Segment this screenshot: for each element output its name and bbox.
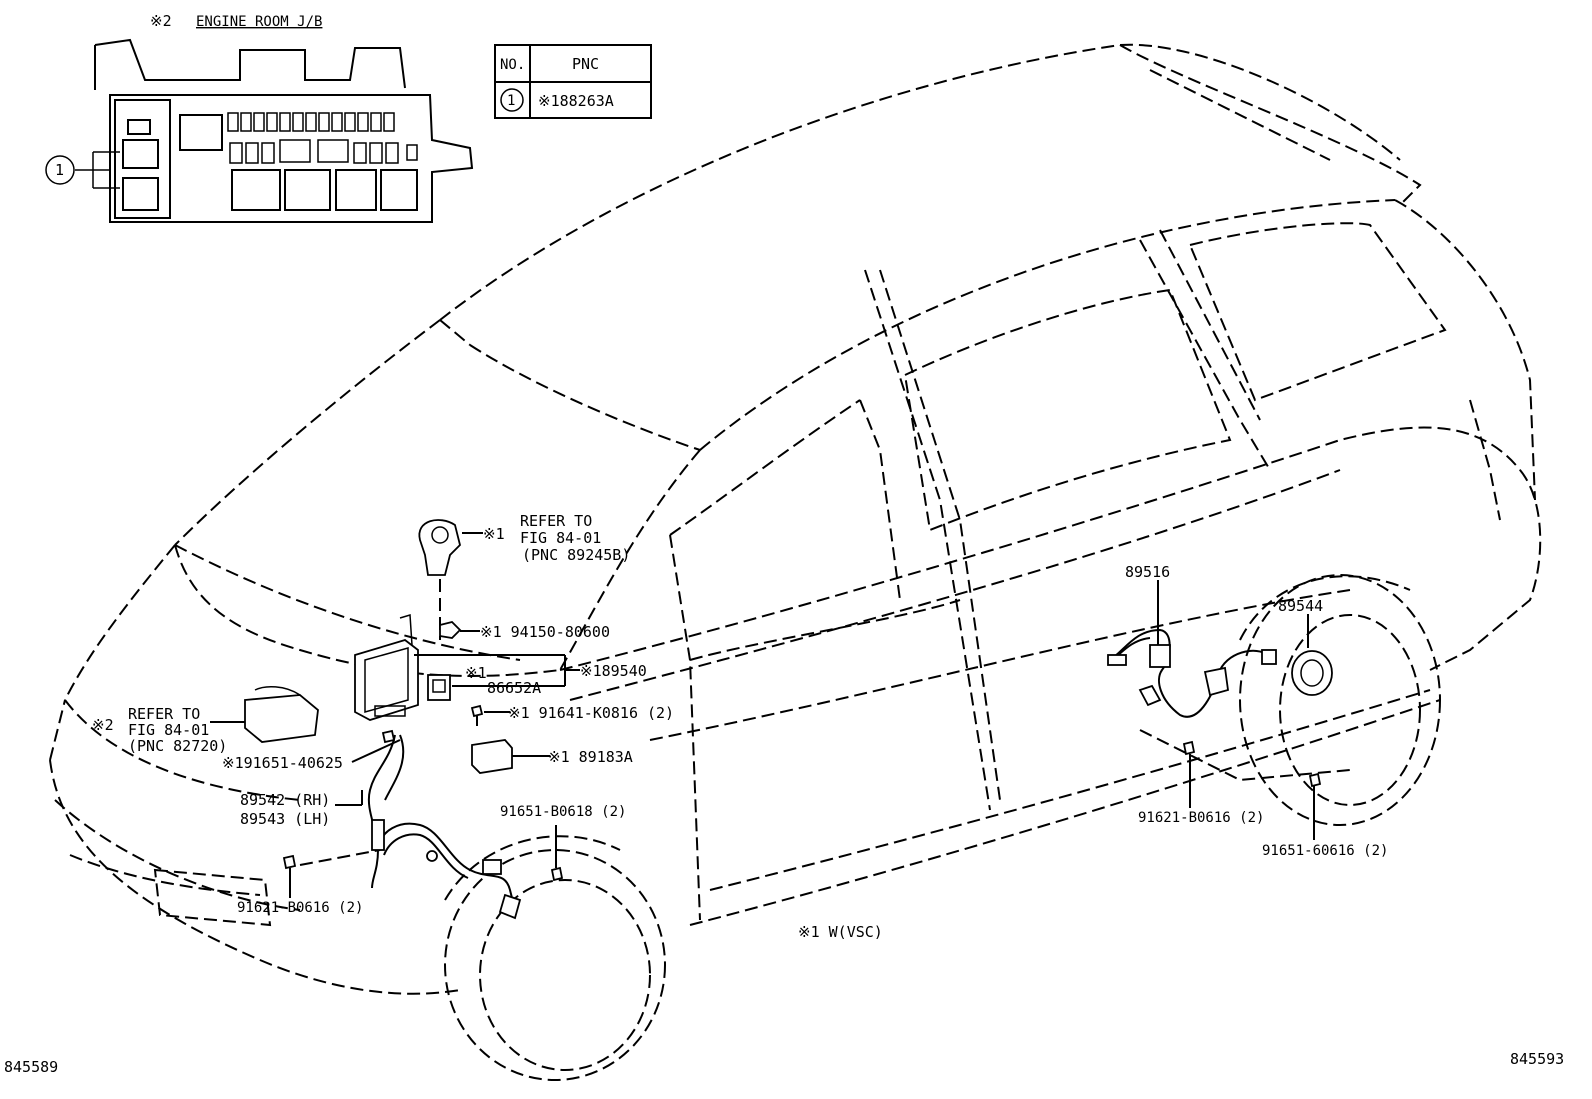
skid-control-ecu [354, 614, 419, 721]
pnc-header-no: NO. [500, 57, 525, 73]
rear-sensor-label: 89516 [1125, 563, 1170, 581]
relay-connector [427, 674, 451, 701]
ecu-group-label: ※189540 [580, 662, 647, 680]
rear-bolt1-label: 91621-B0616 (2) [1138, 810, 1264, 826]
rear-ring-label: 89544 [1278, 597, 1323, 615]
ecu-label: 86652A [487, 679, 541, 697]
sensor-lh-label: 89543 (LH) [240, 810, 330, 828]
refer1-mark: ※1 [483, 525, 505, 543]
ecu-mark: ※1 [465, 664, 487, 682]
figure-number-left: 845589 [4, 1058, 58, 1076]
refer2-line3: (PNC 82720) [128, 737, 227, 755]
rear-bolt2-label: 91651-60616 (2) [1262, 843, 1388, 859]
front-speed-sensor [282, 734, 564, 920]
vehicle-outline [49, 43, 1542, 1081]
relay [471, 739, 550, 774]
jb-callout-circle [45, 155, 75, 185]
bolt-1-label: ※1 91641-K0816 (2) [508, 704, 674, 722]
rear-speed-sensor [1107, 580, 1322, 840]
sensor-bracket [418, 519, 483, 576]
figure-number-right: 845593 [1510, 1050, 1564, 1068]
jb-fuse-row [227, 112, 418, 211]
engine-room-jb: ※2 ENGINE ROOM J/B [45, 12, 474, 223]
refer2-line1: REFER TO [128, 705, 200, 723]
jb-callout-number: 1 [55, 161, 64, 179]
pnc-row-pnc: ※188263A [538, 92, 614, 110]
module-82720 [210, 685, 319, 743]
refer1-line1: REFER TO [520, 512, 592, 530]
bolt-bottom-label: 91621-B0616 (2) [237, 900, 363, 916]
refer1-line2: FIG 84-01 [520, 529, 601, 547]
sensor-rh-label: 89542 (RH) [240, 791, 330, 809]
pnc-table: NO. PNC 1 ※188263A [494, 44, 652, 119]
sensor-rotor-ring [1291, 650, 1333, 696]
relay-label: ※1 89183A [548, 748, 633, 766]
bolt-front-label: 91651-B0618 (2) [500, 804, 626, 820]
pnc-header-pnc: PNC [572, 55, 599, 73]
nut [439, 621, 480, 639]
jb-title: ENGINE ROOM J/B [196, 14, 322, 30]
refer1-line3: (PNC 89245B) [522, 546, 630, 564]
screw-1-label: ※191651-40625 [222, 754, 343, 772]
refer2-line2: FIG 84-01 [128, 721, 209, 739]
nut-label: ※1 94150-80600 [480, 623, 610, 641]
footnote: ※1 W(VSC) [798, 923, 883, 941]
pnc-row-no: 1 [507, 93, 515, 109]
refer2-mark: ※2 [92, 716, 114, 734]
bolt-1 [470, 704, 510, 726]
jb-mark: ※2 [150, 12, 172, 30]
screw-1 [351, 729, 401, 763]
